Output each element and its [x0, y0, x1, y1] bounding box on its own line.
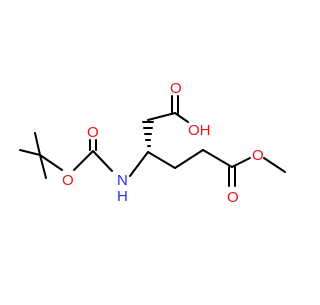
bond-ch2-to-ester-c	[202, 149, 233, 168]
bond-ester-o-to-methyl	[263, 157, 286, 173]
acid-hydroxyl-label: OH	[188, 122, 211, 139]
bond-ch2-to-acid-c	[147, 112, 176, 121]
stereo-hashed-wedge	[142, 121, 154, 147]
bond-tbu-methyl-bottom	[39, 154, 47, 179]
boc-carbonyl-oxygen-label: O	[87, 124, 99, 141]
bond-tbu-to-ester-o	[39, 154, 63, 171]
amine-hydrogen-label: H	[117, 188, 128, 205]
bond-n-to-chiral-c	[129, 151, 149, 177]
atom-labels: O O N H O OH O O	[62, 80, 264, 206]
bond-chiral-c-to-ch2	[147, 151, 176, 169]
bond-acid-c-to-oh	[174, 112, 189, 123]
bond-tbu-methyl-left	[19, 149, 41, 156]
carboxylic-acid	[147, 95, 189, 123]
bond-ester-o-to-carbonyl-c	[73, 151, 93, 171]
bond-carbonyl-c-to-n	[92, 150, 113, 172]
bond-ester-c-to-o	[231, 157, 251, 168]
boc-ester-oxygen-label: O	[62, 172, 74, 189]
structural-formula: O O N H O OH O O	[19, 80, 286, 206]
methyl-ester	[228, 157, 286, 187]
bond-tbu-methyl-top	[34, 132, 41, 156]
ester-carbonyl-oxygen-label: O	[227, 189, 239, 206]
bond-ch2-to-ch2	[174, 149, 204, 169]
backbone	[129, 149, 233, 177]
amine-nitrogen-label: N	[117, 172, 128, 189]
boc-carbamate	[73, 139, 113, 172]
acid-carbonyl-oxygen-label: O	[170, 80, 182, 97]
ester-oxygen-label: O	[252, 147, 264, 164]
molecule-canvas: O O N H O OH O O	[19, 80, 286, 206]
tert-butyl-group	[19, 132, 63, 179]
